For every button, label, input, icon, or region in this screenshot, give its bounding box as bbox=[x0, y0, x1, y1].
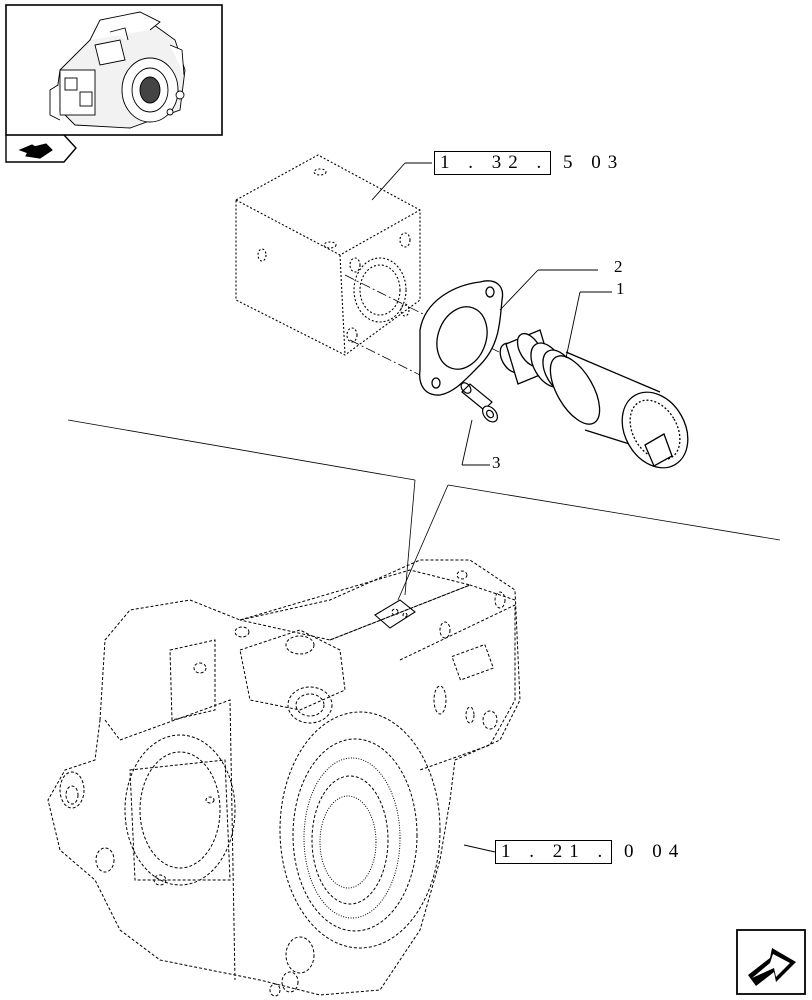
reference-suffix: 5 03 bbox=[563, 152, 625, 173]
callout-label-3: 3 bbox=[492, 453, 501, 472]
reference-boxed-number: 1 . 32 . bbox=[434, 151, 552, 175]
transmission-housing bbox=[47, 559, 521, 997]
transmission-housing-thumbnail bbox=[49, 11, 186, 129]
bookmark-arrow-icon bbox=[5, 134, 77, 163]
callout-label-1: 1 bbox=[616, 279, 625, 298]
reference-suffix: 0 04 bbox=[624, 841, 686, 862]
thumbnail-frame[interactable] bbox=[5, 4, 223, 163]
detail-guide-lines bbox=[67, 419, 781, 601]
callout-label-2: 2 bbox=[614, 257, 623, 276]
valve-block bbox=[235, 154, 421, 356]
screw-part-3 bbox=[460, 382, 498, 423]
leader-lines bbox=[371, 162, 612, 853]
reference-label-bottom[interactable]: 1 . 21 . 0 04 bbox=[495, 840, 685, 864]
reference-label-top[interactable]: 1 . 32 . 5 03 bbox=[434, 151, 624, 175]
solenoid-valve-part-1 bbox=[499, 329, 690, 469]
gasket-part-2 bbox=[419, 280, 504, 396]
next-page-arrow-icon[interactable] bbox=[736, 929, 806, 995]
reference-boxed-number: 1 . 21 . bbox=[495, 840, 613, 864]
